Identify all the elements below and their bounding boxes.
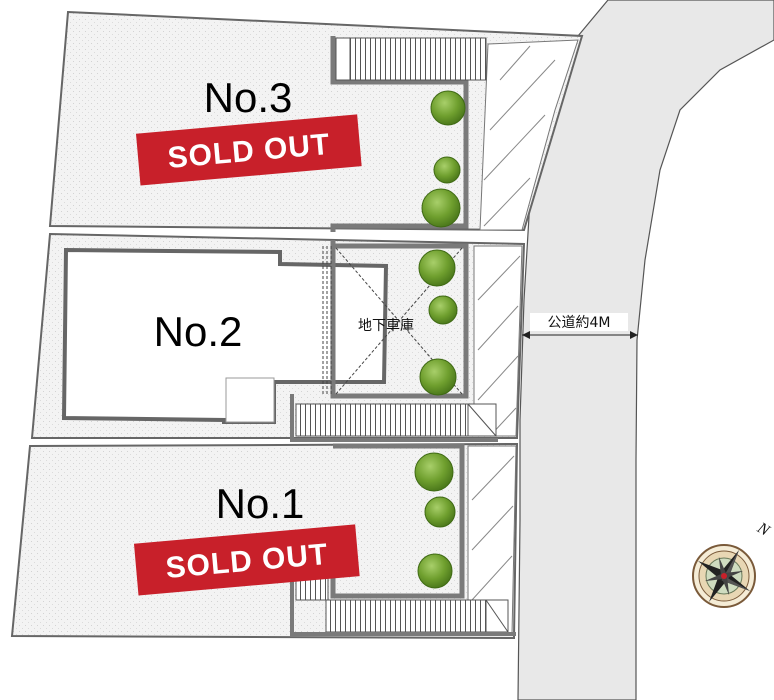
lot-2-title: No.2 [154, 308, 243, 355]
tree-icon [414, 452, 454, 492]
tree-icon [421, 188, 461, 228]
lot-3-title: No.3 [204, 74, 293, 121]
tree-icon [433, 156, 461, 184]
road-width-dimension: 公道約4M [522, 313, 638, 339]
lot-1-title: No.1 [216, 480, 305, 527]
road-label: 公道約4M [548, 315, 611, 331]
tree-icon [418, 249, 456, 287]
tree-icon [430, 90, 466, 126]
lot-1-sold-badge: SOLD OUT [133, 524, 360, 596]
lot-2 [30, 232, 526, 442]
lot-3-sold-badge: SOLD OUT [135, 114, 362, 186]
tree-icon [424, 496, 456, 528]
public-road [517, 0, 774, 700]
trees [414, 90, 466, 589]
tree-icon [417, 553, 453, 589]
tree-icon [428, 295, 458, 325]
tree-icon [419, 358, 457, 396]
garage-label: 地下車庫 [358, 317, 414, 334]
compass-icon [692, 544, 756, 608]
compass-north-label: N [754, 519, 774, 540]
